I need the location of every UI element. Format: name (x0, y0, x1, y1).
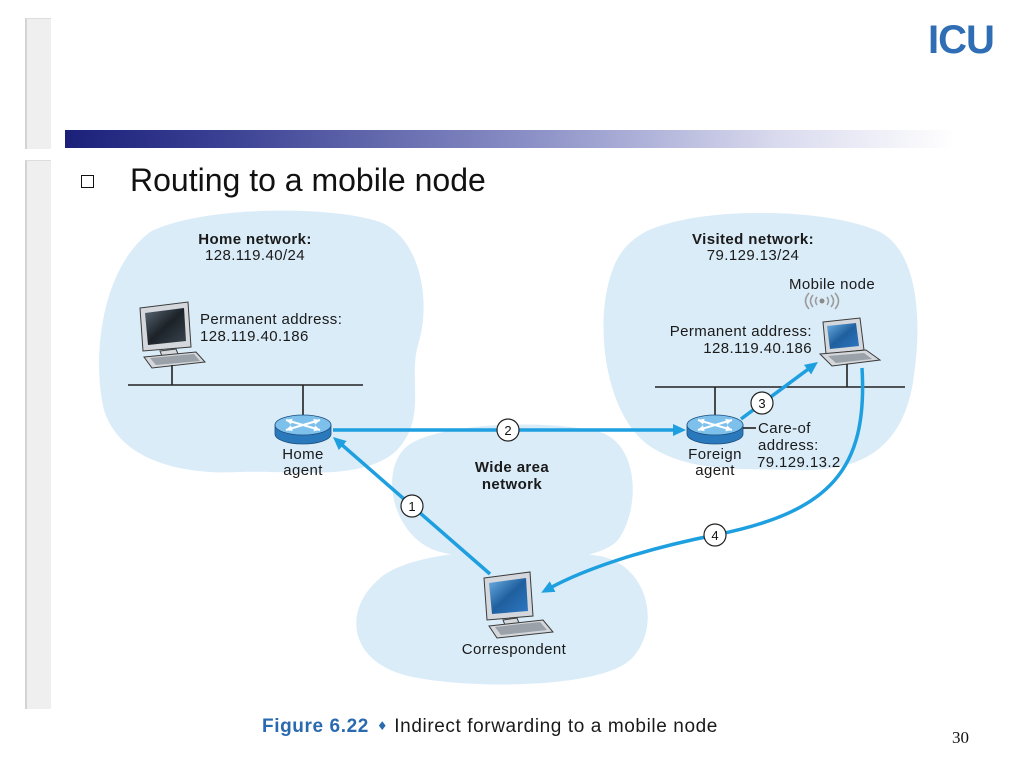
mobile-node-laptop-icon (818, 317, 882, 367)
figure-caption-text: Indirect forwarding to a mobile node (394, 716, 718, 737)
keyboard-keys (150, 354, 200, 365)
mobile-node-address-label: Permanent address: (670, 323, 812, 340)
step-2-circle (496, 418, 520, 442)
home-host-computer-icon (139, 301, 207, 369)
monitor-screen (145, 308, 186, 345)
router-arrowtips (698, 418, 732, 432)
home-agent-router-icon (274, 414, 332, 445)
wan-label-line2: network (482, 476, 543, 493)
title-gradient-bar (65, 130, 955, 148)
wifi-dot (819, 298, 825, 304)
care-of-address: 79.129.13.2 (757, 454, 841, 471)
visited-network-cloud (603, 212, 918, 471)
step-1-marker: 1 (400, 494, 424, 518)
wifi-arcs-right (826, 292, 840, 310)
step-4-marker: 4 (703, 523, 727, 547)
icu-logo: ICU (928, 18, 995, 62)
correspondent-label: Correspondent (462, 641, 567, 658)
home-network-prefix: 128.119.40/24 (205, 247, 305, 264)
correspondent-computer-icon (483, 571, 554, 639)
wan-label-line1: Wide area (475, 459, 550, 476)
step-1-number: 1 (408, 499, 415, 514)
router-arrowtips (286, 418, 320, 432)
step-4-circle (703, 523, 727, 547)
home-agent-label-line2: agent (283, 462, 323, 479)
slide-bullet-text: Routing to a mobile node (130, 162, 486, 198)
visited-network-title: Visited network: (692, 231, 814, 248)
caption-diamond-icon: ♦ (376, 719, 389, 733)
foreign-agent-label-line2: agent (695, 462, 735, 479)
slide-side-bar-top (25, 18, 51, 149)
step-3-number: 3 (758, 396, 765, 411)
laptop-screen (827, 323, 859, 349)
care-of-label-line1: Care-of (758, 420, 811, 437)
foreign-agent-router-icon (686, 414, 744, 445)
care-of-label-line2: address: (758, 437, 819, 454)
step-4-number: 4 (711, 528, 718, 543)
home-network-cloud (99, 210, 424, 473)
home-host-address: 128.119.40.186 (200, 328, 309, 345)
step-3-circle (750, 391, 774, 415)
slide-side-bar-bottom (25, 160, 51, 709)
step-2-marker: 2 (496, 418, 520, 442)
wide-area-network-cloud (392, 424, 633, 562)
arrow-step-3 (739, 361, 818, 421)
keyboard-keys (495, 622, 547, 635)
mobile-node-label: Mobile node (789, 276, 875, 293)
figure-number: Figure 6.22 (262, 716, 369, 737)
visited-network-prefix: 79.129.13/24 (707, 247, 799, 264)
home-agent-label-line1: Home (282, 446, 324, 463)
wireless-signal-icon (804, 292, 840, 310)
figure-caption: Figure 6.22 ♦ Indirect forwarding to a mob… (262, 717, 718, 736)
monitor-screen (489, 578, 528, 614)
wifi-arcs-left (804, 292, 818, 310)
home-host-address-label: Permanent address: (200, 311, 342, 328)
step-3-marker: 3 (750, 391, 774, 415)
home-network-title: Home network: (198, 231, 312, 248)
page-number: 30 (952, 728, 969, 747)
foreign-agent-label-line1: Foreign (688, 446, 742, 463)
step-1-circle (400, 494, 424, 518)
mobile-node-address: 128.119.40.186 (703, 340, 812, 357)
bullet-square-icon (81, 175, 94, 188)
laptop-keyboard (828, 353, 872, 363)
step-2-number: 2 (504, 423, 511, 438)
